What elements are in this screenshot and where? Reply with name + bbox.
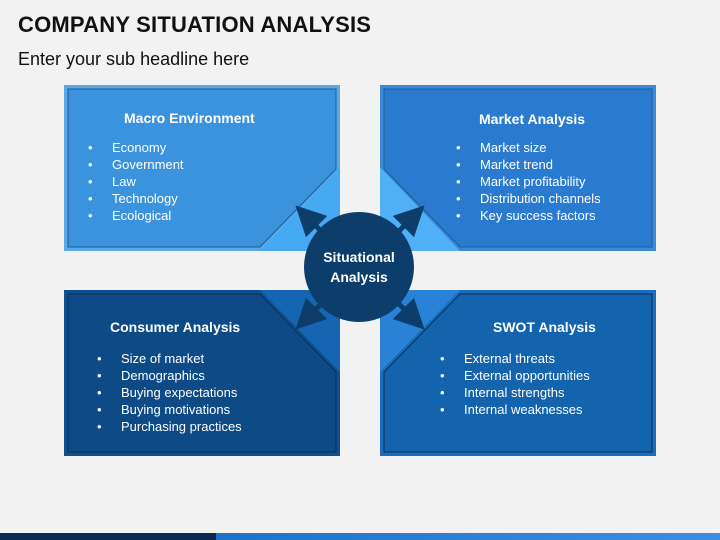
panel-list: Size of market Demographics Buying expec… (97, 350, 242, 435)
list-item: External threats (440, 350, 590, 367)
panel-list: Economy Government Law Technology Ecolog… (88, 139, 184, 224)
list-item: Economy (88, 139, 184, 156)
panel-list: Market size Market trend Market profitab… (456, 139, 601, 224)
panel-title: Market Analysis (479, 111, 586, 127)
list-item: Market profitability (456, 173, 601, 190)
list-item: Market size (456, 139, 601, 156)
hub-circle: Situational Analysis (304, 212, 414, 322)
panel-swot-analysis: SWOT Analysis External threats External … (380, 290, 656, 456)
list-item: Size of market (97, 350, 242, 367)
list-item: Purchasing practices (97, 418, 242, 435)
list-item: Key success factors (456, 207, 601, 224)
page-title: COMPANY SITUATION ANALYSIS (18, 12, 372, 37)
list-item: Demographics (97, 367, 242, 384)
panel-macro-environment: Macro Environment Economy Government Law… (64, 85, 340, 251)
page-subtitle: Enter your sub headline here (18, 49, 250, 69)
list-item: Ecological (88, 207, 184, 224)
list-item: Government (88, 156, 184, 173)
list-item: Buying motivations (97, 401, 242, 418)
list-item: Internal strengths (440, 384, 590, 401)
bottom-accent-bar (0, 533, 720, 540)
list-item: Technology (88, 190, 184, 207)
list-item: Buying expectations (97, 384, 242, 401)
list-item: Law (88, 173, 184, 190)
panel-title: Macro Environment (124, 110, 255, 126)
list-item: Market trend (456, 156, 601, 173)
panel-list: External threats External opportunities … (440, 350, 590, 418)
list-item: External opportunities (440, 367, 590, 384)
panel-title: SWOT Analysis (493, 319, 596, 335)
list-item: Internal weaknesses (440, 401, 590, 418)
list-item: Distribution channels (456, 190, 601, 207)
panel-title: Consumer Analysis (110, 319, 241, 335)
panel-consumer-analysis: Consumer Analysis Size of market Demogra… (64, 290, 340, 456)
